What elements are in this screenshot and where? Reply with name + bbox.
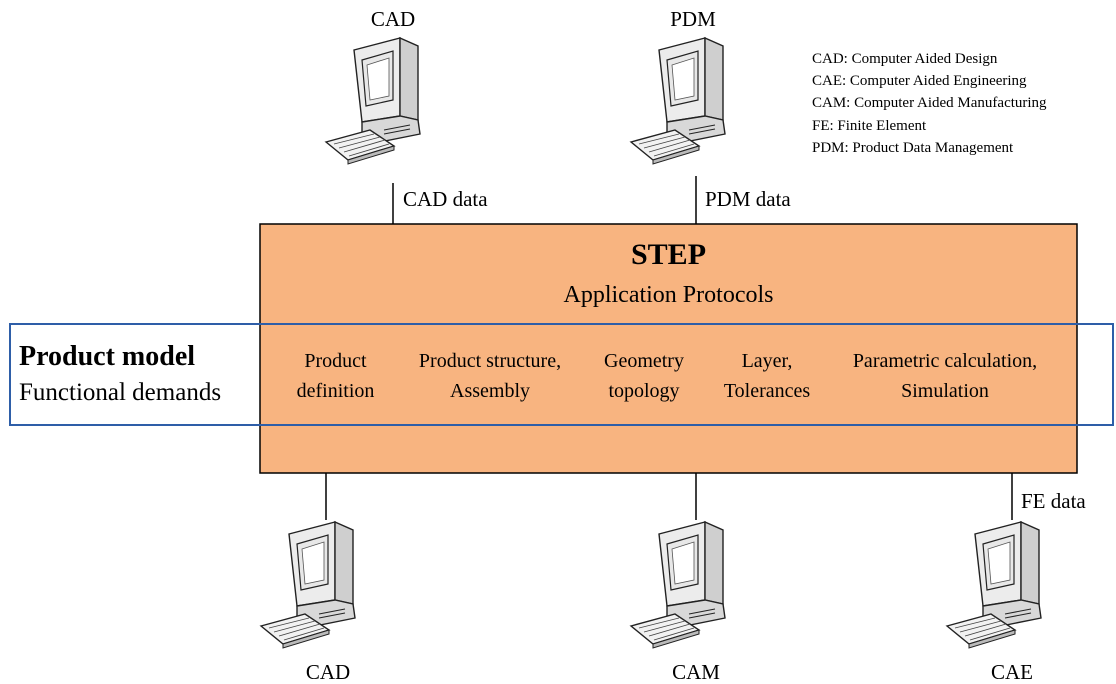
station-label-top-cad: CAD [370, 7, 416, 31]
link-label-fe-data: FE data [1021, 489, 1086, 513]
product-model-subtitle: Functional demands [19, 379, 222, 406]
module-line: Product structure, [418, 350, 562, 372]
legend-item: CAE: Computer Aided Engineering [812, 73, 1027, 89]
step-subtitle: Application Protocols [563, 282, 774, 308]
link-label-pdm-data: PDM data [705, 187, 791, 211]
module-line: Parametric calculation, [852, 350, 1038, 372]
station-label-top-pdm: PDM [670, 7, 716, 31]
computer-icon [630, 521, 726, 649]
module-product-structure: Product structure, Assembly [400, 346, 580, 406]
computer-icon [260, 521, 356, 649]
module-layer-tolerances: Layer, Tolerances [708, 346, 826, 406]
module-line: Assembly [450, 380, 530, 402]
legend-item: CAD: Computer Aided Design [812, 51, 998, 67]
module-line: topology [608, 380, 680, 402]
computer-icon [630, 37, 726, 165]
module-line: Simulation [901, 380, 989, 402]
module-geometry-topology: Geometry topology [585, 346, 703, 406]
module-line: definition [296, 380, 375, 402]
computer-icon [946, 521, 1042, 649]
module-line: Layer, [741, 350, 793, 372]
step-title: STEP [630, 238, 707, 271]
product-model-frame [9, 323, 1114, 426]
station-label-bottom-cam: CAM [672, 660, 720, 684]
legend-item: FE: Finite Element [812, 118, 927, 134]
computer-icon [325, 37, 421, 165]
module-parametric-calculation: Parametric calculation, Simulation [830, 346, 1060, 406]
legend-item: CAM: Computer Aided Manufacturing [812, 95, 1047, 111]
product-model-title: Product model [19, 341, 196, 372]
station-label-bottom-cad: CAD [305, 660, 351, 684]
module-product-definition: Product definition [278, 346, 393, 406]
module-line: Tolerances [723, 380, 811, 402]
link-label-cad-data: CAD data [403, 187, 488, 211]
module-line: Product [304, 350, 367, 372]
module-line: Geometry [604, 350, 684, 372]
step-box [259, 223, 1078, 474]
station-label-bottom-cae: CAE [991, 660, 1033, 684]
legend-item: PDM: Product Data Management [812, 140, 1014, 156]
